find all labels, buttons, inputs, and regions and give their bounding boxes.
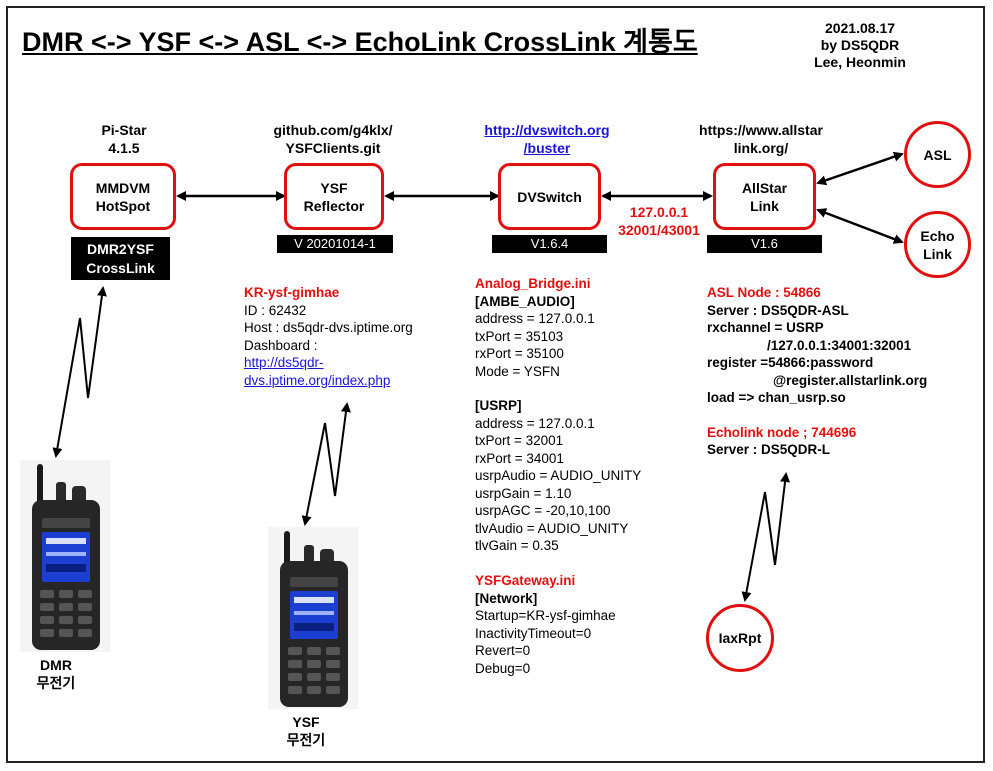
reflector-name: KR-ysf-gimhae xyxy=(244,285,340,300)
credit-date: 2021.08.17 xyxy=(824,20,896,36)
echolink-label-1: Echo xyxy=(920,227,955,244)
port-label: 127.0.0.1 32001/43001 xyxy=(605,203,713,239)
iaxrpt-label: IaxRpt xyxy=(718,630,762,646)
dmr-radio-image xyxy=(20,460,110,652)
ambe-txport: txPort = 35103 xyxy=(475,328,564,344)
dvswitch-caption: http://dvswitch.org /buster xyxy=(470,121,624,157)
mmdvm-label-2: HotSpot xyxy=(95,197,151,214)
echolink-label-2: Link xyxy=(923,245,952,262)
echolink-server: Server : DS5QDR-L xyxy=(707,442,831,457)
usrp-gain: usrpGain = 1.10 xyxy=(475,485,572,501)
mmdvm-caption-line2: 4.1.5 xyxy=(108,140,140,156)
rf-link-dmr xyxy=(52,286,107,458)
ysf-label-1: YSF xyxy=(320,179,348,196)
usrp-rxport: rxPort = 34001 xyxy=(475,450,564,466)
dmr-radio-caption-1: DMR xyxy=(40,657,72,673)
ysf-version-bar: V 20201014-1 xyxy=(277,235,393,253)
reflector-dashboard-label: Dashboard : xyxy=(244,337,318,353)
dmr-radio-caption: DMR 무전기 xyxy=(20,656,92,692)
reflector-info: KR-ysf-gimhae ID : 62432 Host : ds5qdr-d… xyxy=(244,284,413,389)
usrp-address: address = 127.0.0.1 xyxy=(475,415,595,431)
asl-register-host: @register.allstarlink.org xyxy=(773,372,928,388)
mmdvm-label-1: MMDVM xyxy=(95,179,151,196)
dvswitch-url-line2[interactable]: /buster xyxy=(523,140,571,156)
allstar-caption-line2: link.org/ xyxy=(733,140,789,156)
mmdvm-caption: Pi-Star 4.1.5 xyxy=(70,121,178,157)
dmr2ysf-badge-line1: DMR2YSF xyxy=(87,241,154,257)
gateway-inactivity: InactivityTimeout=0 xyxy=(475,625,592,641)
gateway-startup: Startup=KR-ysf-gimhae xyxy=(475,608,616,623)
rf-link-iaxrpt xyxy=(741,472,791,602)
port-label-ports: 32001/43001 xyxy=(618,222,700,238)
ysf-radio-caption-2: 무전기 xyxy=(286,732,326,748)
asl-load: load => chan_usrp.so xyxy=(707,390,846,405)
ysf-radio-image xyxy=(268,527,358,709)
dvswitch-node: DVSwitch xyxy=(498,163,601,230)
asl-label: ASL xyxy=(923,146,952,163)
ambe-rxport: rxPort = 35100 xyxy=(475,346,564,361)
tlv-gain: tlvGain = 0.35 xyxy=(475,538,559,553)
tlv-audio: tlvAudio = AUDIO_UNITY xyxy=(475,520,629,536)
usrp-audio: usrpAudio = AUDIO_UNITY xyxy=(475,468,642,483)
asl-register: register =54866:password xyxy=(707,355,874,370)
iaxrpt-node: IaxRpt xyxy=(706,604,774,672)
ysf-caption: github.com/g4klx/ YSFClients.git xyxy=(258,121,408,157)
reflector-dashboard-link-2[interactable]: dvs.iptime.org/index.php xyxy=(244,372,391,388)
port-label-ip: 127.0.0.1 xyxy=(629,204,689,220)
usrp-section: [USRP] xyxy=(475,398,522,413)
asl-node-info: ASL Node : 54866 Server : DS5QDR-ASL rxc… xyxy=(707,284,927,459)
mmdvm-caption-line1: Pi-Star xyxy=(101,122,147,138)
dmr-radio-caption-2: 무전기 xyxy=(36,675,76,691)
dvswitch-url-line1[interactable]: http://dvswitch.org xyxy=(484,122,610,138)
reflector-host: Host : ds5qdr-dvs.iptime.org xyxy=(244,320,413,335)
allstar-label-1: AllStar xyxy=(741,179,788,196)
ysf-label-2: Reflector xyxy=(303,197,365,214)
ambe-address: address = 127.0.0.1 xyxy=(475,311,595,326)
network-section: [Network] xyxy=(475,590,538,606)
dmr2ysf-badge: DMR2YSF CrossLink xyxy=(71,237,170,280)
ysf-caption-line2: YSFClients.git xyxy=(285,140,381,156)
reflector-dashboard-link-1[interactable]: http://ds5qdr- xyxy=(244,355,324,370)
credit-author: by DS5QDR xyxy=(820,37,900,53)
usrp-agc: usrpAGC = -20,10,100 xyxy=(475,503,611,518)
asl-server: Server : DS5QDR-ASL xyxy=(707,302,849,318)
allstar-caption: https://www.allstar link.org/ xyxy=(680,121,842,157)
ambe-audio-section: [AMBE_AUDIO] xyxy=(475,293,575,309)
link-allstar-asl xyxy=(816,151,904,186)
echolink-node-title: Echolink node ; 744696 xyxy=(707,424,857,440)
ysf-radio-caption: YSF 무전기 xyxy=(270,713,342,749)
ambe-mode: Mode = YSFN xyxy=(475,363,560,379)
gateway-debug: Debug=0 xyxy=(475,660,531,676)
diagram-frame xyxy=(6,6,985,763)
allstar-version-bar: V1.6 xyxy=(707,235,822,253)
reflector-id: ID : 62432 xyxy=(244,302,307,318)
asl-node: ASL xyxy=(904,121,971,188)
dmr2ysf-badge-line2: CrossLink xyxy=(86,260,155,276)
asl-rxchannel-addr: /127.0.0.1:34001:32001 xyxy=(767,337,912,353)
link-allstar-echolink xyxy=(816,208,904,244)
ysf-radio-caption-1: YSF xyxy=(292,714,320,730)
allstar-caption-line1: https://www.allstar xyxy=(699,122,823,138)
asl-node-title: ASL Node : 54866 xyxy=(707,285,821,300)
credit-name: Lee, Heonmin xyxy=(814,54,906,70)
asl-rxchannel: rxchannel = USRP xyxy=(707,320,824,335)
page-title: DMR <-> YSF <-> ASL <-> EchoLink CrossLi… xyxy=(22,27,698,57)
ysf-gateway-config: YSFGateway.ini [Network] Startup=KR-ysf-… xyxy=(475,572,616,677)
analog-bridge-file: Analog_Bridge.ini xyxy=(475,276,591,291)
dvswitch-version-bar: V1.6.4 xyxy=(492,235,607,253)
gateway-revert: Revert=0 xyxy=(475,643,531,658)
ysf-gateway-file: YSFGateway.ini xyxy=(475,573,576,588)
ysf-caption-line1: github.com/g4klx/ xyxy=(273,122,393,138)
credit: 2021.08.17 by DS5QDR Lee, Heonmin xyxy=(800,20,920,71)
dvswitch-label: DVSwitch xyxy=(517,188,582,205)
analog-bridge-config: Analog_Bridge.ini [AMBE_AUDIO] address =… xyxy=(475,275,641,555)
rf-link-ysf xyxy=(301,402,351,526)
allstar-label-2: Link xyxy=(750,197,779,214)
usrp-txport: txPort = 32001 xyxy=(475,433,564,448)
